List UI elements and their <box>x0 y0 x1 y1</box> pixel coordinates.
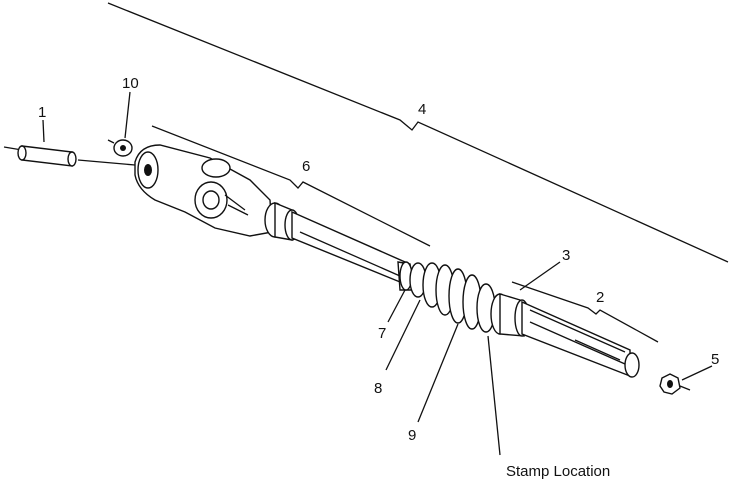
leader-lines <box>42 91 713 456</box>
callout-5: 5 <box>711 351 719 368</box>
leader-7 <box>387 289 406 323</box>
cv-boot-assembly <box>397 261 530 337</box>
bracket-2 <box>511 281 659 343</box>
callout-2: 2 <box>596 289 604 306</box>
part-6-u-joint-shaft <box>134 144 406 286</box>
callout-3: 3 <box>562 247 570 264</box>
leader-9 <box>417 323 459 423</box>
callout-9: 9 <box>408 427 416 444</box>
callout-8: 8 <box>374 380 382 397</box>
part-1-pin <box>3 145 136 167</box>
bracket-4 <box>107 2 729 263</box>
part-10-washer <box>107 139 133 157</box>
leader-3 <box>519 261 561 291</box>
part-5-nut <box>659 373 691 395</box>
callout-6: 6 <box>302 158 310 175</box>
callout-4: 4 <box>418 101 426 118</box>
leader-5 <box>681 365 713 381</box>
callout-1: 1 <box>38 104 46 121</box>
callout-7: 7 <box>378 325 386 342</box>
stamp-location-label: Stamp Location <box>506 463 610 480</box>
leader-10 <box>124 91 131 139</box>
leader-stamp <box>487 335 501 456</box>
callout-10: 10 <box>122 75 139 92</box>
leader-8 <box>385 299 421 371</box>
bracket-6 <box>151 125 431 247</box>
leader-1 <box>42 119 45 143</box>
part-2-stub-shaft <box>521 300 640 378</box>
